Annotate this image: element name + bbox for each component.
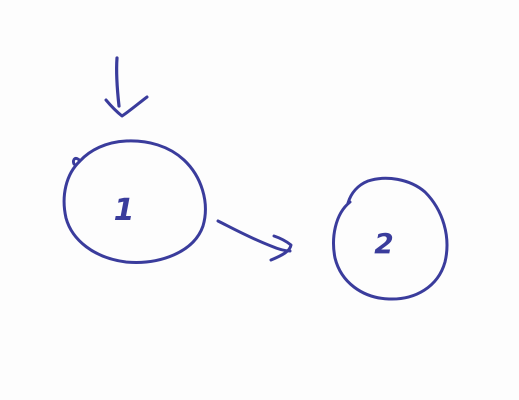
transition-arrow-shaft [216, 219, 292, 253]
state-label-2: 2 [374, 227, 393, 260]
state-node-2[interactable]: 2 [332, 176, 449, 301]
transition-arrowhead-icon [269, 234, 293, 262]
state-node-1[interactable]: 1 [62, 139, 207, 264]
state-circle-2 [332, 176, 449, 301]
transition-1-to-2[interactable] [216, 219, 293, 262]
state-label-1: 1 [114, 193, 135, 228]
initial-arrow-shaft [115, 56, 121, 108]
state-circle-1 [62, 139, 207, 264]
initial-arrowhead-icon [104, 95, 149, 118]
initial-arrow [104, 56, 149, 118]
